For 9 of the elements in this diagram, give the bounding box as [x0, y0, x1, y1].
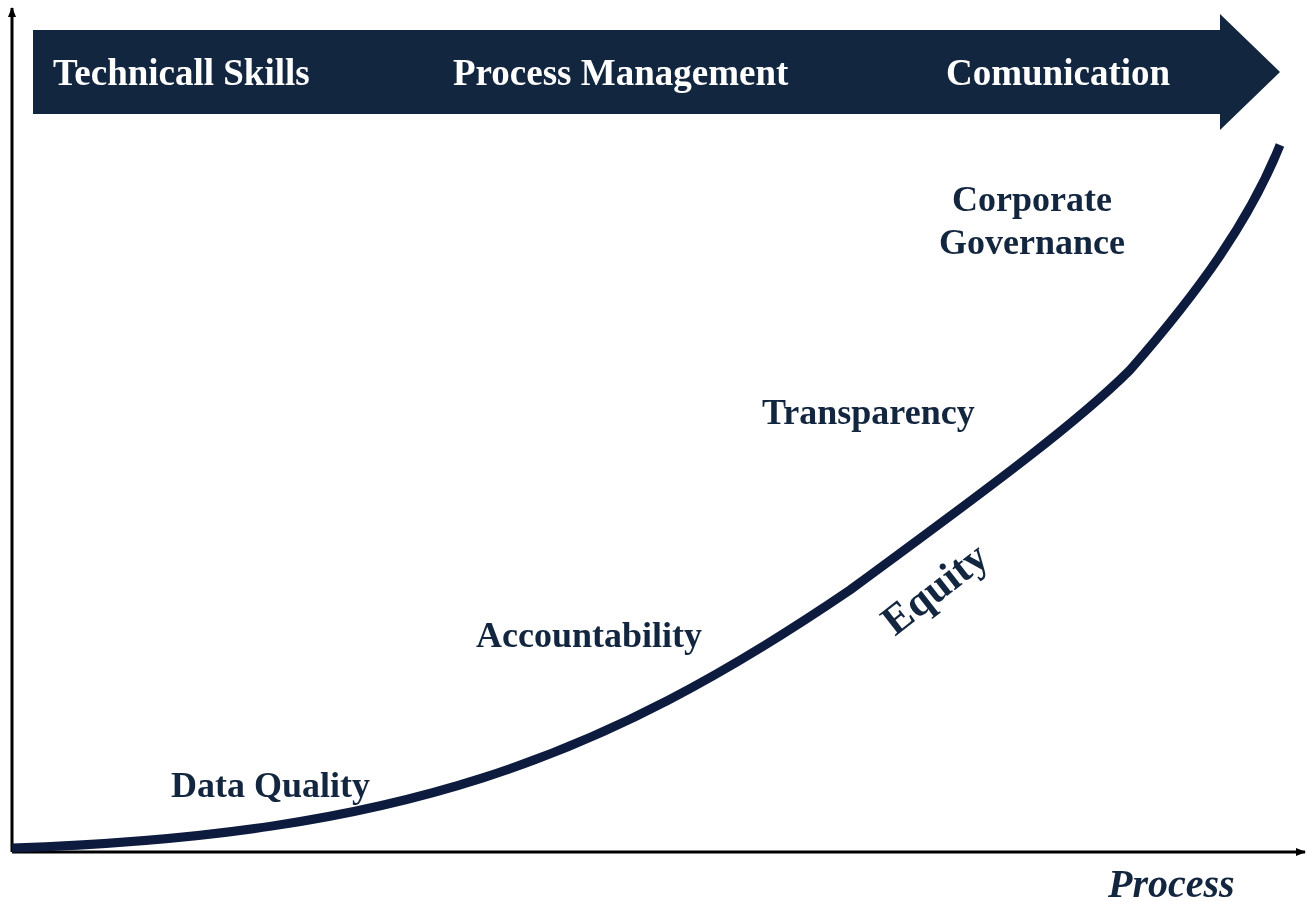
stage-label: Corporate Governance: [938, 178, 1126, 264]
stage-label: Data Quality: [171, 764, 370, 807]
stage-label: Comunication: [946, 51, 1171, 95]
stage-label: Technicall Skills: [53, 51, 310, 95]
stage-label: Process Management: [453, 51, 789, 95]
stage-label: Transparency: [762, 391, 975, 434]
banner-arrow: [33, 14, 1281, 131]
stage-label: Accountability: [476, 614, 702, 657]
axis-label: Process: [1108, 862, 1235, 901]
